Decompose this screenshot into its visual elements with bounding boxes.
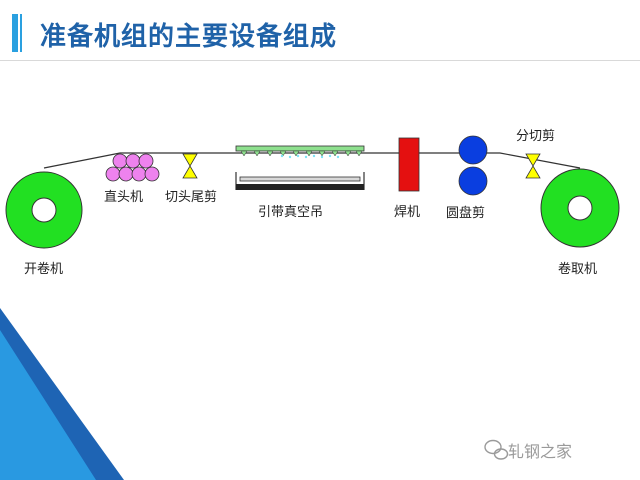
disc-shear-label: 圆盘剪 xyxy=(446,205,485,221)
straightener-label: 直头机 xyxy=(104,190,143,205)
straightener-rolls xyxy=(105,153,160,182)
uncoiler xyxy=(5,171,83,249)
vacuum-hoist xyxy=(235,145,365,190)
dividing-shear-label: 分切剪 xyxy=(516,128,555,144)
page-title: 准备机组的主要设备组成 xyxy=(40,22,338,52)
uncoiler-label: 开卷机 xyxy=(24,261,63,277)
corner-decoration-stripe xyxy=(6,307,134,480)
title-divider xyxy=(0,60,640,61)
wechat-icon xyxy=(484,439,509,460)
title-accent-bar xyxy=(12,14,18,52)
corner-decoration-light xyxy=(0,330,96,480)
vacuum-hoist-label: 引带真空吊 xyxy=(258,205,323,220)
title-accent-bar-thin xyxy=(20,14,22,52)
head-tail-shear-icon xyxy=(182,153,198,179)
disc-shear xyxy=(458,135,488,196)
watermark-text: 轧钢之家 xyxy=(508,442,573,461)
welder-label: 焊机 xyxy=(394,204,420,220)
welder xyxy=(398,137,420,192)
recoiler xyxy=(540,168,620,248)
dividing-shear-icon xyxy=(525,153,541,179)
recoiler-label: 卷取机 xyxy=(558,261,597,277)
head-tail-shear-label: 切头尾剪 xyxy=(165,189,217,205)
